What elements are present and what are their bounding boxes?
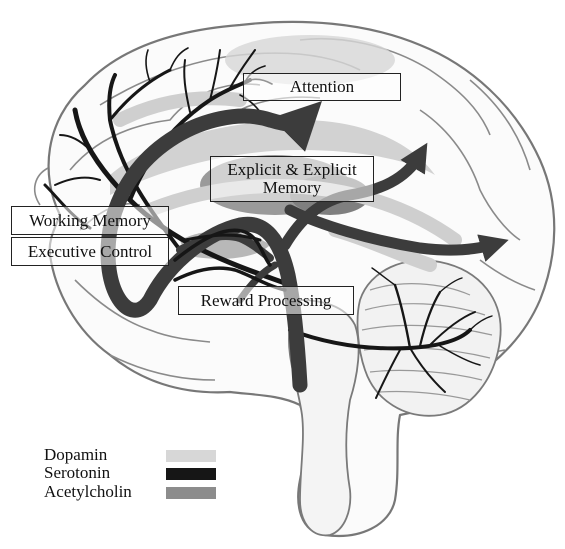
legend-label-dopamin: Dopamin [44, 446, 107, 463]
legend-label-acetylcholin: Acetylcholin [44, 483, 132, 500]
reward-processing-label: Reward Processing [178, 286, 354, 315]
explicit-memory-label: Explicit & Explicit Memory [210, 156, 374, 202]
legend-label-serotonin: Serotonin [44, 464, 110, 481]
explicit-memory-line1: Explicit & Explicit [227, 161, 356, 179]
legend-swatch-serotonin [166, 468, 216, 480]
executive-control-label: Executive Control [11, 237, 169, 266]
working-memory-label: Working Memory [11, 206, 169, 235]
legend-swatch-dopamin [166, 450, 216, 462]
legend-swatch-acetylcholin [166, 487, 216, 499]
attention-label: Attention [243, 73, 401, 101]
explicit-memory-line2: Memory [263, 179, 322, 197]
